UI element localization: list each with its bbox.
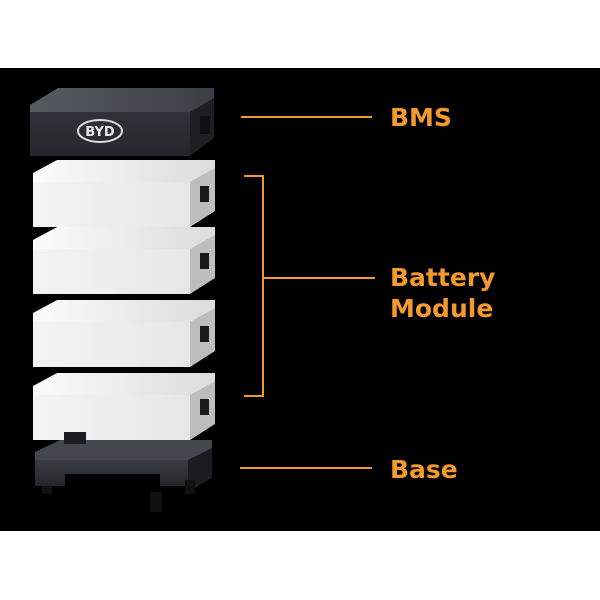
- battery-module-label: Battery Module: [390, 262, 495, 324]
- battery-module-label-line2: Module: [390, 294, 494, 323]
- svg-text:BYD: BYD: [85, 125, 115, 140]
- battery-module: [33, 300, 215, 367]
- bms-label: BMS: [390, 103, 452, 132]
- battery-module: [33, 227, 215, 294]
- bms-unit: BYD: [30, 88, 214, 156]
- base-unit: [35, 432, 212, 512]
- battery-module: [33, 160, 215, 227]
- battery-module-label-line1: Battery: [390, 263, 496, 292]
- battery-module: [33, 373, 215, 440]
- byd-logo: BYD: [77, 119, 123, 143]
- base-label: Base: [390, 455, 458, 484]
- battery-module-bracket: [244, 175, 264, 397]
- label-leaders: [240, 116, 375, 469]
